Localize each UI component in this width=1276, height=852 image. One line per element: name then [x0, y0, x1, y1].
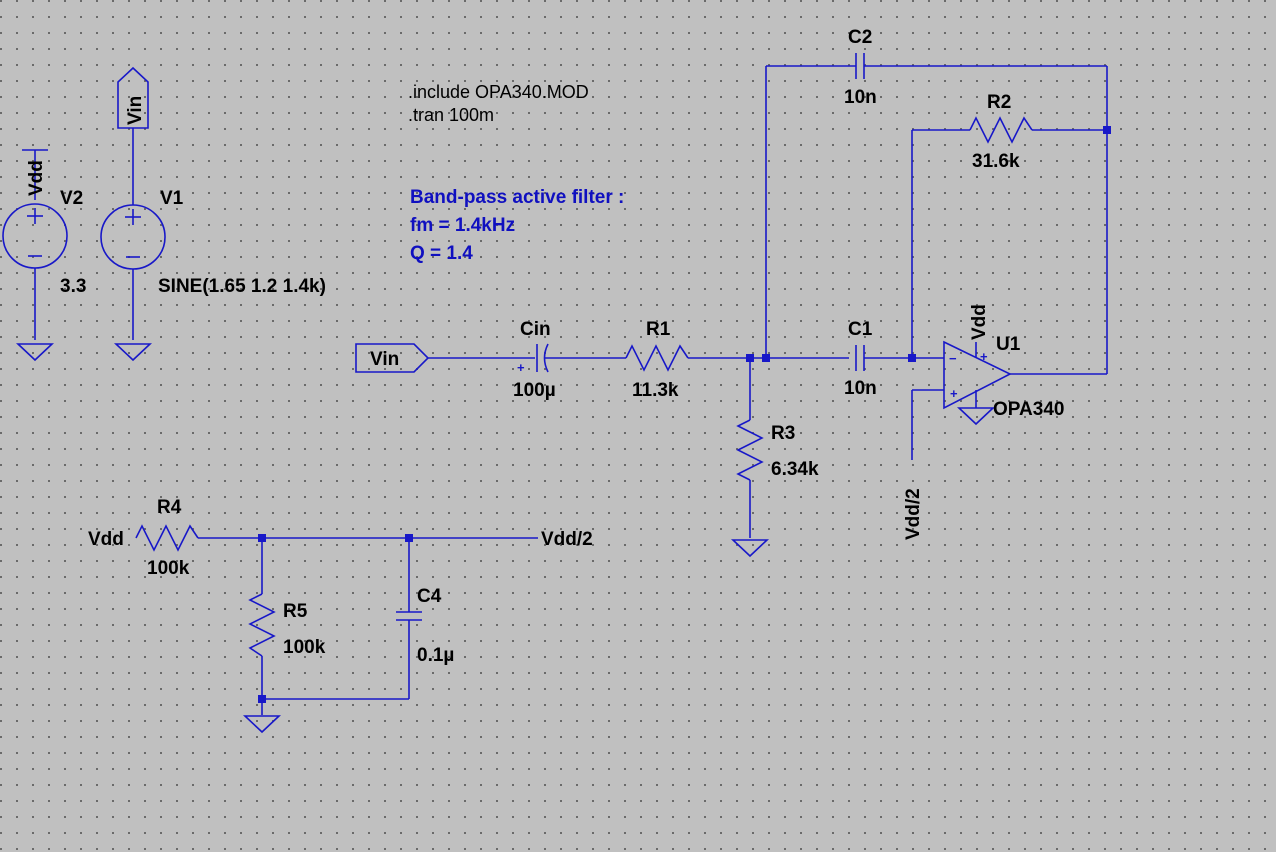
comment-line-1[interactable]: Band-pass active filter : [410, 187, 624, 208]
svg-text:−: − [949, 351, 957, 366]
svg-text:+: + [950, 386, 958, 401]
comment-line-3[interactable]: Q = 1.4 [410, 243, 473, 264]
net-flag-vin-input[interactable] [355, 343, 430, 373]
u1-name: U1 [996, 334, 1021, 355]
svg-text:+: + [517, 360, 525, 375]
source-v1[interactable] [100, 66, 166, 362]
directive-tran[interactable]: .tran 100m [408, 105, 494, 125]
comment-line-2[interactable]: fm = 1.4kHz [410, 215, 515, 236]
r4-value: 100k [147, 558, 190, 579]
r5-value: 100k [283, 637, 326, 658]
ground-bias [242, 715, 282, 734]
junction-node [1103, 126, 1111, 134]
opamp-u1[interactable]: − + + [943, 340, 1107, 426]
resistor-r5[interactable] [248, 593, 276, 657]
c4-name: C4 [417, 586, 442, 607]
c2-name: C2 [848, 27, 872, 48]
junction-node [258, 695, 266, 703]
resistor-r2[interactable] [969, 116, 1033, 144]
r4-name: R4 [157, 497, 182, 518]
v1-value: SINE(1.65 1.2 1.4k) [158, 276, 326, 297]
cin-name: Cin [520, 319, 551, 340]
cin-value: 100µ [513, 380, 556, 401]
r2-name: R2 [987, 92, 1011, 113]
resistor-r4[interactable] [135, 524, 199, 552]
u1-value: OPA340 [993, 399, 1064, 420]
net-label-vdd-v2: Vdd [26, 160, 47, 196]
directive-include[interactable]: .include OPA340.MOD [408, 82, 589, 102]
source-v2[interactable] [2, 149, 68, 362]
capacitor-cin[interactable]: + [517, 343, 549, 375]
net-label-vdd2-out: Vdd/2 [541, 529, 593, 550]
r1-value: 11.3k [632, 380, 679, 401]
v2-name: V2 [60, 188, 83, 209]
r2-value: 31.6k [972, 151, 1020, 172]
net-label-vdd-u1: Vdd [969, 304, 990, 340]
r5-name: R5 [283, 601, 308, 622]
net-label-vdd-r4: Vdd [88, 529, 124, 550]
c2-value: 10n [844, 87, 877, 108]
c4-value: 0.1µ [417, 645, 454, 666]
r3-name: R3 [771, 423, 795, 444]
r3-value: 6.34k [771, 459, 819, 480]
v2-value: 3.3 [60, 276, 86, 297]
svg-text:+: + [980, 349, 988, 364]
net-label-vin-input: Vin [370, 349, 399, 370]
net-label-vin-v1: Vin [125, 96, 146, 125]
net-label-vdd2-u1: Vdd/2 [903, 488, 924, 540]
resistor-r3[interactable] [736, 419, 764, 481]
c1-name: C1 [848, 319, 873, 340]
r1-name: R1 [646, 319, 671, 340]
v1-name: V1 [160, 188, 184, 209]
resistor-r1[interactable] [625, 344, 689, 372]
ground-r3 [730, 539, 770, 558]
c1-value: 10n [844, 378, 877, 399]
